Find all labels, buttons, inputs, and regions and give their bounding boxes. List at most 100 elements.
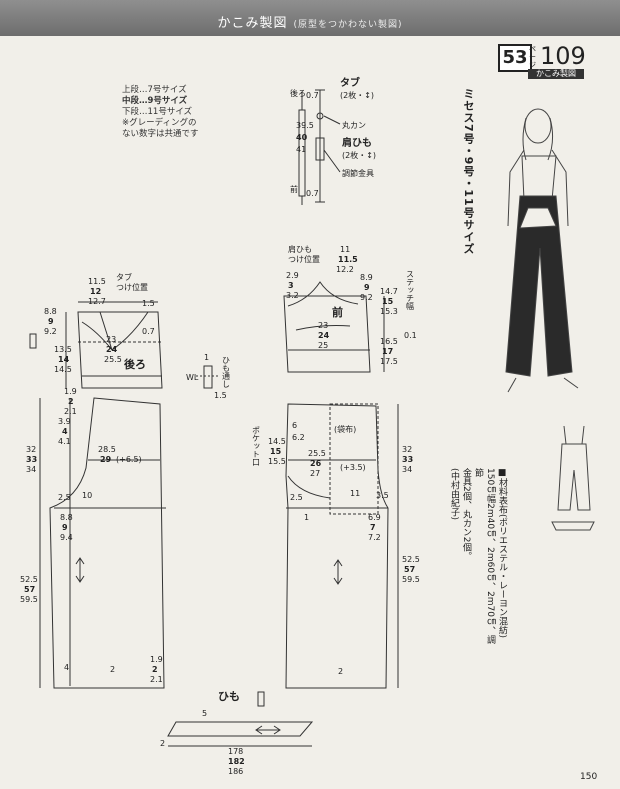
back-strap-line <box>99 311 113 351</box>
size-note-line: 下段…11号サイズ <box>122 107 193 117</box>
back-bodice-outline <box>77 311 163 389</box>
dim-value: 11.5 <box>338 255 358 264</box>
materials-block: ■材料表布(ポリエステル・レーヨン混紡) 150㎝幅2m40㎝、2m60㎝、2m… <box>448 468 508 648</box>
pages-label: ページ <box>529 45 536 69</box>
issue-number: 53 <box>498 44 532 72</box>
label-pocket-opening: ポケット口 <box>252 426 261 466</box>
label-tab-count: (2枚・↕) <box>340 90 374 100</box>
dim-value: 28.5 <box>98 445 116 454</box>
dim-value: 12.2 <box>336 265 354 274</box>
dim-value: 2 <box>110 665 115 674</box>
badge-page-number: 109 <box>540 42 586 70</box>
model-illustration <box>505 108 579 393</box>
dim-value: 3 <box>288 281 294 290</box>
size-note-line: 中段…9号サイズ <box>122 96 188 106</box>
model-feet <box>507 377 579 393</box>
label-tie: ひも <box>218 690 240 703</box>
dim-value: 4 <box>62 427 68 436</box>
pocket-opening <box>287 475 331 499</box>
grain-arrow-head <box>75 557 85 583</box>
dim-value: (+3.5) <box>340 463 366 472</box>
label-tab-position: タブ <box>116 272 132 282</box>
dim-value: 8.8 <box>44 307 57 316</box>
dim-value: 32 <box>26 445 36 454</box>
dim-value: 2.5 <box>58 493 71 502</box>
dim-value: 15.5 <box>268 457 286 466</box>
dim-value: 15.3 <box>380 307 398 316</box>
materials-line: 表布(ポリエステル・レーヨン混紡) <box>497 496 507 639</box>
dim-value: 23 <box>106 335 116 344</box>
grain-arrow-head <box>255 725 281 735</box>
dim-value: 27 <box>310 469 320 478</box>
dim-value: 8.9 <box>360 273 373 282</box>
small-mark <box>257 691 265 707</box>
flat-sketch <box>551 425 595 531</box>
dim-value: 32 <box>402 445 412 454</box>
dim-value: 57 <box>404 565 415 574</box>
label-tab-position: つけ位置 <box>116 282 148 292</box>
label-back: 後ろ <box>290 88 306 98</box>
dim-value: 14 <box>58 355 70 364</box>
grain-arrow-head <box>333 559 343 585</box>
dim-value: 2 <box>68 397 74 406</box>
dim-value: 9.4 <box>60 533 73 542</box>
dim-value: 178 <box>228 747 243 756</box>
front-pants-outline <box>285 403 389 689</box>
dim-value: 4 <box>64 663 69 672</box>
dim-value: 2 <box>160 739 165 748</box>
small-mark <box>29 333 37 349</box>
label-waistline: WL <box>186 373 199 382</box>
dim-value: 5 <box>202 709 207 718</box>
badge-kind: かこみ製図 <box>528 69 584 79</box>
adjuster-shape <box>315 137 325 161</box>
dim-value: 14.5 <box>54 365 72 374</box>
dim-value: 2 <box>152 665 158 674</box>
dim-value: 33 <box>26 455 37 464</box>
dim-value: 29 <box>100 455 112 464</box>
model-arms <box>507 149 569 227</box>
flat-straps <box>563 425 585 445</box>
dim-value: 1.5 <box>214 391 227 400</box>
label-front-bodice: 前 <box>332 305 343 319</box>
dim-value: 186 <box>228 767 243 776</box>
label-loop: ひも通し <box>222 356 231 388</box>
dim-value: 1.9 <box>150 655 163 664</box>
label-strap-count: (2枚・↕) <box>342 150 376 160</box>
dim-value: 2.5 <box>290 493 303 502</box>
dim-value: 13.5 <box>54 345 72 354</box>
back-pants-draft <box>39 397 166 689</box>
dim-value: (+6.5) <box>116 455 142 464</box>
dim-value: 34 <box>26 465 36 474</box>
loop-shape <box>203 365 213 389</box>
dim-value: 52.5 <box>402 555 420 564</box>
dim-value: 39.5 <box>296 121 314 130</box>
dim-value: 9.2 <box>360 293 373 302</box>
label-shoulder-strap: 肩ひも <box>342 136 372 149</box>
dim-value: 59.5 <box>20 595 38 604</box>
size-heading: ミセス7号・9号・11号サイズ <box>462 88 475 255</box>
materials-line: 金具2個、丸カン2個。 <box>461 468 471 561</box>
dim-value: 11.5 <box>88 277 106 286</box>
page-number: 150 <box>580 772 598 782</box>
front-pants-draft <box>285 403 399 689</box>
dim-value: 23 <box>318 321 328 330</box>
header-title-text: かこみ製図 <box>217 16 288 31</box>
label-front: 前 <box>290 184 298 194</box>
header-subtitle: (原型をつかわない製図) <box>293 20 403 30</box>
size-note: 上段…7号サイズ 中段…9号サイズ 下段…11号サイズ ※グレーディングの ない… <box>122 85 199 140</box>
dim-value: 15 <box>270 447 282 456</box>
size-note-line: 上段…7号サイズ <box>122 85 187 95</box>
tie-draft <box>167 721 314 747</box>
dim-value: 182 <box>228 757 245 766</box>
dim-value: 17.5 <box>380 357 398 366</box>
model-overalls <box>505 195 573 377</box>
strap-diagram <box>298 89 341 205</box>
dim-value: 0.7 <box>306 189 319 198</box>
leader-line <box>323 115 341 125</box>
dim-value: 14.7 <box>380 287 398 296</box>
tie-outline <box>167 721 314 737</box>
dim-value: 0.7 <box>306 91 319 100</box>
dim-value: 2 <box>338 667 343 676</box>
dim-value: 1.5 <box>142 299 155 308</box>
